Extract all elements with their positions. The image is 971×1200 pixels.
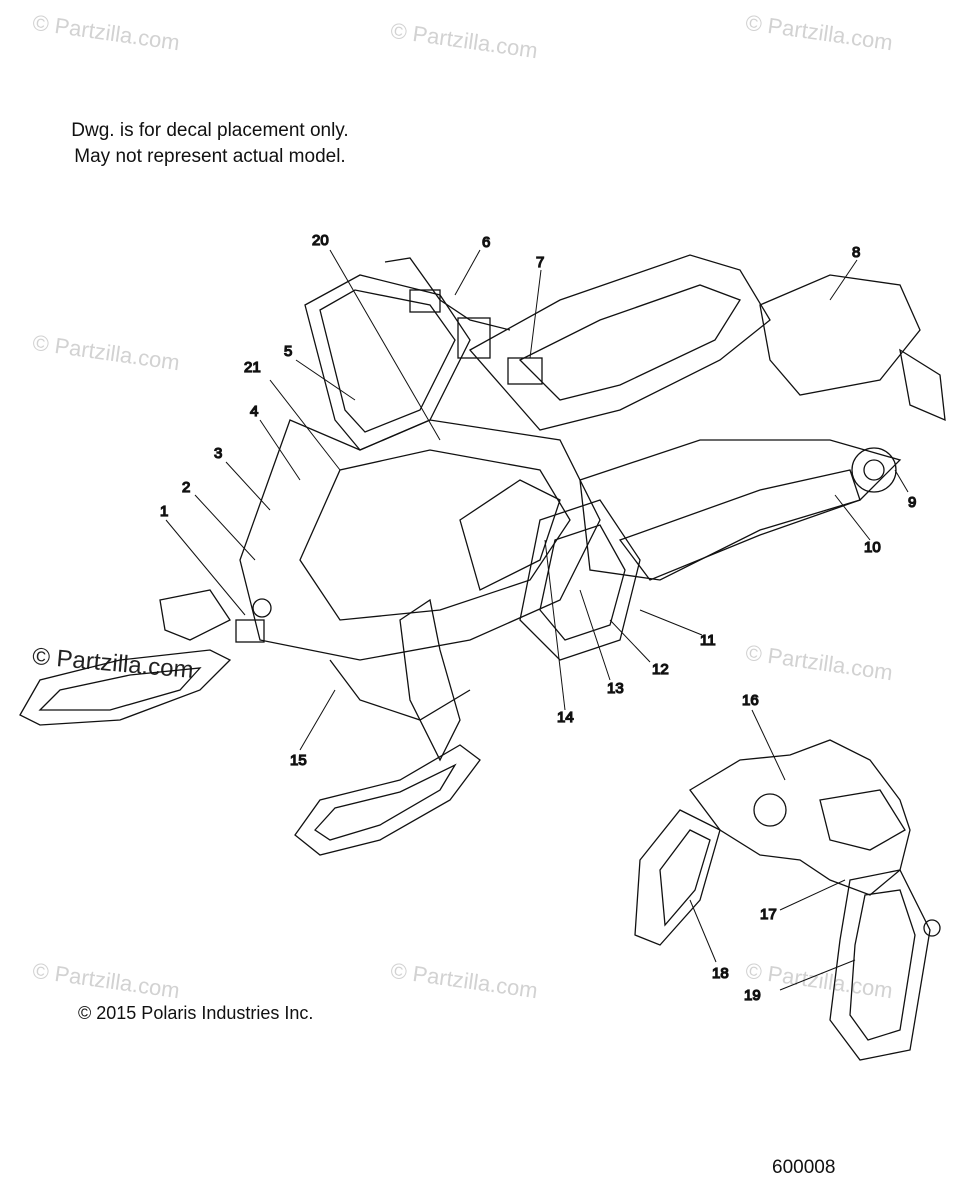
callout-20: 20 xyxy=(312,232,329,249)
callout-19: 19 xyxy=(744,987,761,1004)
leader-lines xyxy=(165,249,909,991)
note-line-1: Dwg. is for decal placement only. xyxy=(71,120,349,141)
belt-guard-parts xyxy=(634,739,941,1061)
callout-3: 3 xyxy=(214,445,222,462)
note-line-2: May not represent actual model. xyxy=(74,146,346,167)
callout-14: 14 xyxy=(557,709,574,726)
callout-6: 6 xyxy=(482,234,490,251)
callout-11: 11 xyxy=(700,632,716,649)
snowmobile-body xyxy=(19,254,946,856)
callout-12: 12 xyxy=(652,661,669,678)
callout-15: 15 xyxy=(290,752,307,769)
callout-17: 17 xyxy=(760,906,777,923)
callout-2: 2 xyxy=(182,479,190,496)
drawing-note: Dwg. is for decal placement only. May no… xyxy=(60,118,360,170)
callout-numbers: 1 2 3 4 5 6 7 8 9 10 11 12 13 14 15 16 1… xyxy=(159,231,917,1004)
drawing-number: 600008 xyxy=(772,1157,836,1178)
callout-10: 10 xyxy=(864,539,881,556)
callout-1: 1 xyxy=(160,503,168,520)
callout-9: 9 xyxy=(908,494,916,511)
callout-8: 8 xyxy=(852,244,860,261)
callout-13: 13 xyxy=(607,680,624,697)
callout-4: 4 xyxy=(250,403,258,420)
callout-21: 21 xyxy=(244,359,261,376)
callout-5: 5 xyxy=(284,343,292,360)
callout-18: 18 xyxy=(712,965,729,982)
callout-7: 7 xyxy=(536,254,544,271)
copyright-text: © 2015 Polaris Industries Inc. xyxy=(78,1003,314,1023)
callout-16: 16 xyxy=(742,692,759,709)
